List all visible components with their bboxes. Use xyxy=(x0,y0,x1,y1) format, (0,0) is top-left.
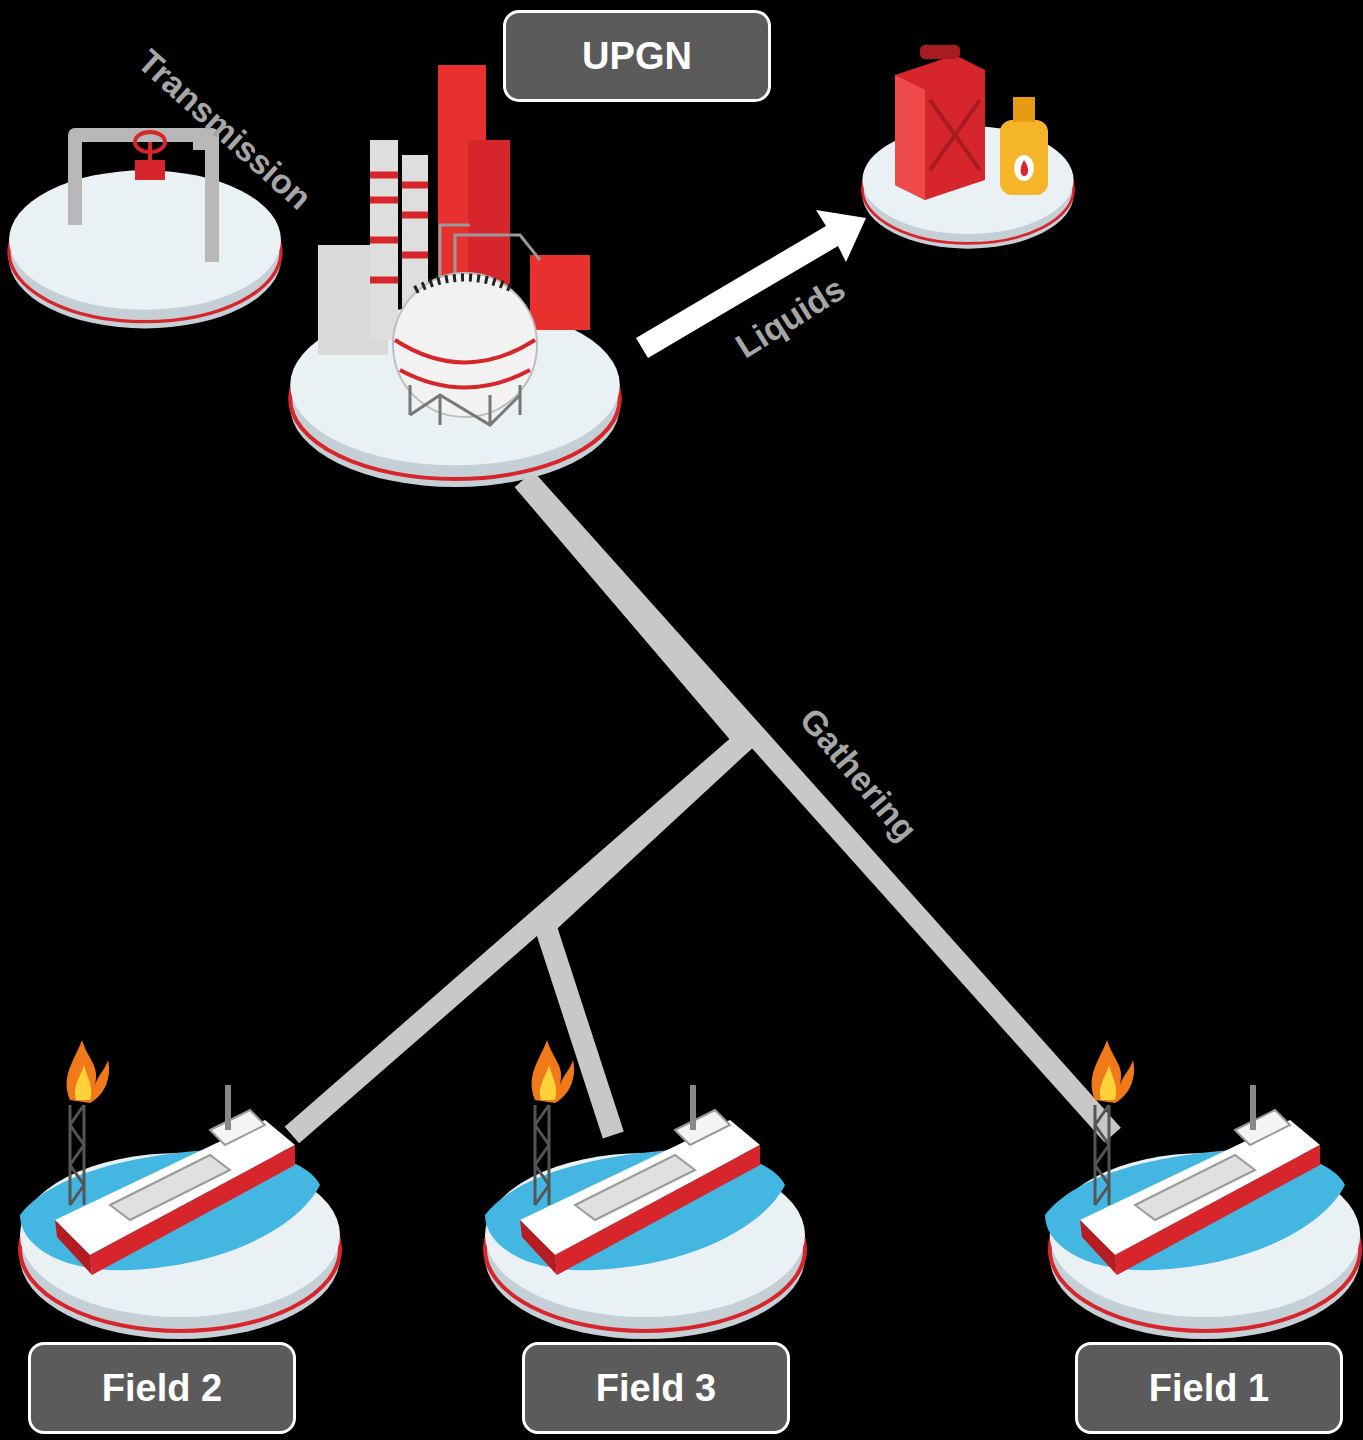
name-tag: UPGN xyxy=(503,10,771,102)
name-tag: Field 2 xyxy=(28,1342,296,1434)
gathering-pipe xyxy=(292,480,745,1135)
field-platform: Field 1 xyxy=(1045,1135,1355,1330)
gathering-pipe xyxy=(523,480,745,1135)
gathering-pipe xyxy=(527,480,1113,1135)
field-platform: Field 2 xyxy=(20,1135,340,1330)
name-tag: Field 3 xyxy=(522,1342,790,1434)
name-tag: Field 1 xyxy=(1075,1342,1343,1434)
field-platform: Field 3 xyxy=(485,1135,805,1330)
plant-platform: UPGN xyxy=(290,320,620,480)
pipe-label: Gathering xyxy=(792,701,924,848)
